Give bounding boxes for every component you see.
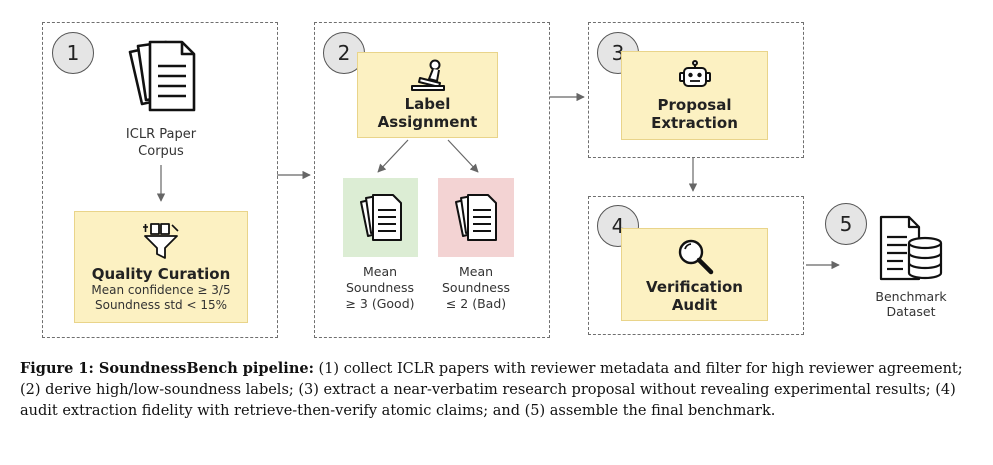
- figure-caption: Figure 1: SoundnessBench pipeline: (1) c…: [20, 358, 970, 422]
- magnifier-icon: [675, 236, 715, 276]
- stage-3-box: [588, 22, 804, 158]
- stamp-icon: [408, 59, 448, 93]
- documents-icon-good: [359, 193, 402, 241]
- quality-criterion-confidence: Mean confidence ≥ 3/5: [91, 283, 231, 297]
- verification-audit-box: Verification Audit: [621, 228, 768, 321]
- quality-curation-box: Quality Curation Mean confidence ≥ 3/5 S…: [74, 211, 248, 323]
- benchmark-label: Benchmark Dataset: [875, 289, 947, 319]
- quality-curation-title: Quality Curation: [91, 265, 231, 283]
- corpus-label: ICLR Paper Corpus: [125, 127, 197, 159]
- documents-icon-bad: [455, 193, 497, 241]
- bad-label: Mean Soundness ≤ 2 (Bad): [442, 264, 510, 311]
- label-assignment-title: Label Assignment: [377, 95, 478, 131]
- good-documents-box: [343, 178, 418, 257]
- proposal-extraction-title: Proposal Extraction: [651, 95, 738, 132]
- caption-text: (1) collect ICLR papers with reviewer me…: [20, 361, 963, 419]
- stage-2-box: [314, 22, 550, 338]
- label-assignment-box: Label Assignment: [357, 52, 498, 138]
- good-label: Mean Soundness ≥ 3 (Good): [345, 264, 415, 311]
- stage-1-box: [42, 22, 278, 338]
- funnel-icon: [141, 221, 181, 261]
- arrow-label-to-bad: [447, 139, 479, 173]
- caption-label: Figure 1: SoundnessBench pipeline:: [20, 360, 314, 377]
- verification-audit-title: Verification Audit: [646, 277, 743, 314]
- quality-criterion-std: Soundness std < 15%: [94, 298, 228, 312]
- stage-4-box: [588, 196, 804, 335]
- documents-icon: [124, 38, 200, 118]
- robot-icon: [678, 59, 712, 92]
- arrow-label-to-good: [377, 139, 409, 173]
- proposal-extraction-box: Proposal Extraction: [621, 51, 768, 140]
- stage-1-badge: 1: [52, 32, 94, 74]
- database-icon: [877, 213, 945, 283]
- bad-documents-box: [438, 178, 514, 257]
- stage-5-badge: 5: [825, 203, 867, 245]
